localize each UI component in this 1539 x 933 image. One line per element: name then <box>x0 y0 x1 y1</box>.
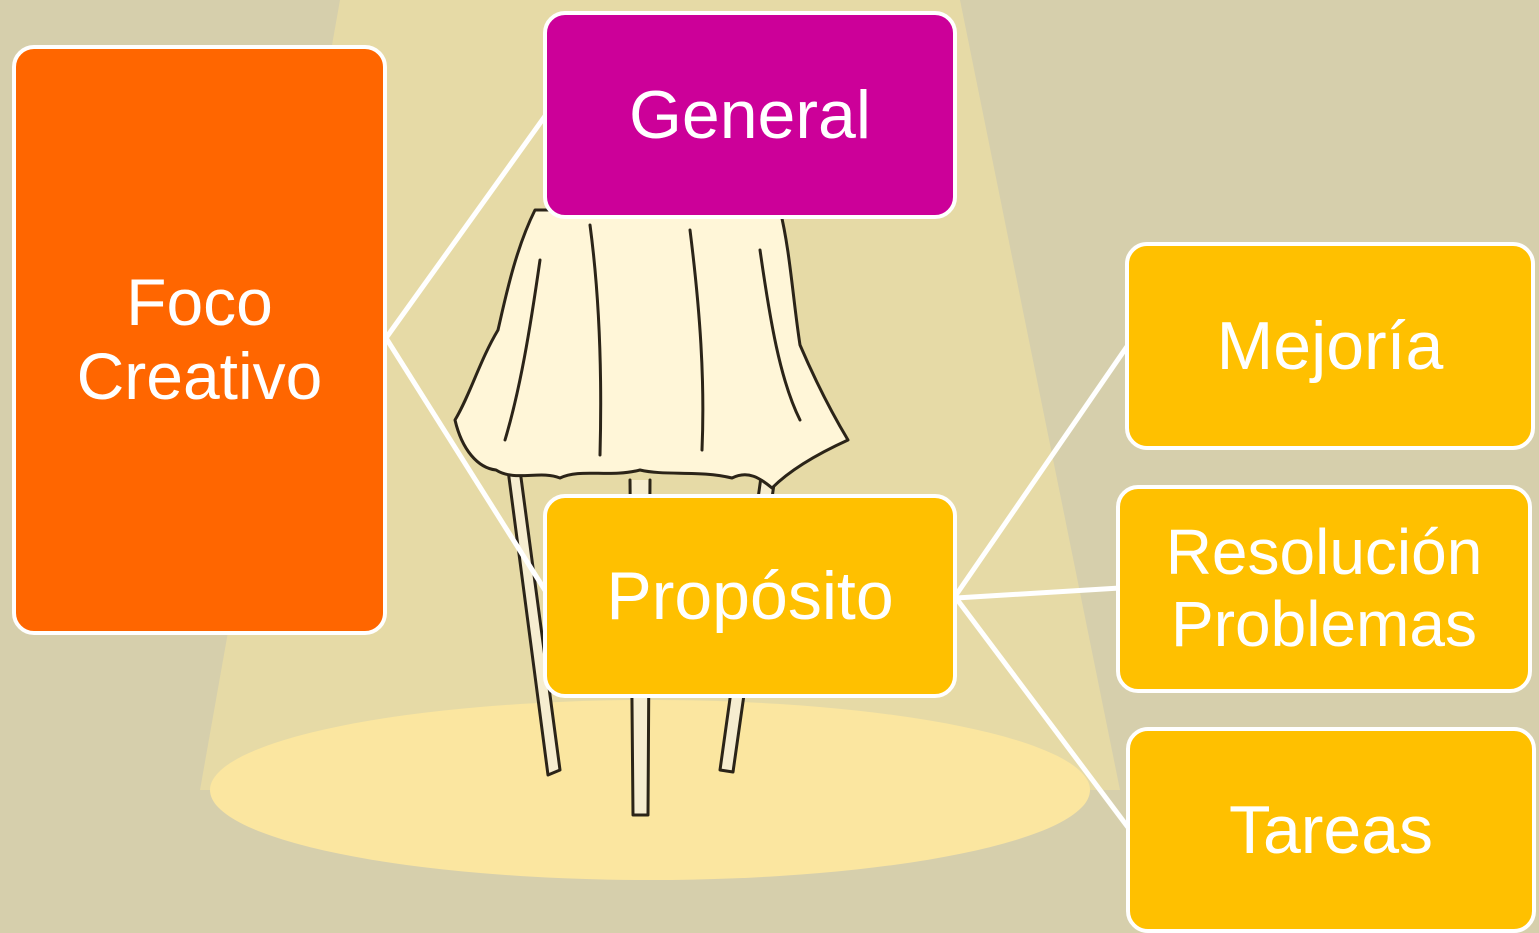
cloth-fold <box>688 228 705 452</box>
edge-root-proposito <box>383 336 551 597</box>
cloth-fold <box>503 258 542 442</box>
edge-root-general <box>383 110 551 340</box>
node-label: Tareas <box>1228 791 1434 868</box>
edge-proposito-tareas <box>954 596 1132 832</box>
node-proposito: Propósito <box>543 494 957 698</box>
node-label: Foco Creativo <box>76 265 323 413</box>
cloth-fold <box>758 248 802 422</box>
node-label: Propósito <box>606 557 894 634</box>
node-resolucion-problemas: Resolución Problemas <box>1116 485 1532 693</box>
node-label: General <box>629 76 871 153</box>
node-tareas: Tareas <box>1126 727 1536 933</box>
edge-proposito-resolucion <box>955 585 1121 601</box>
node-general: General <box>543 11 957 219</box>
node-mejoria: Mejoría <box>1125 242 1535 450</box>
floor-glow <box>210 700 1090 880</box>
edge-proposito-mejoria <box>953 343 1131 597</box>
connectors <box>383 110 1132 832</box>
chair-cover-cloth <box>453 208 850 490</box>
node-label: Resolución Problemas <box>1165 516 1483 660</box>
node-label: Mejoría <box>1216 307 1444 384</box>
node-foco-creativo: Foco Creativo <box>12 45 387 635</box>
chair-leg-left <box>506 468 562 777</box>
cloth-fold <box>588 223 603 457</box>
